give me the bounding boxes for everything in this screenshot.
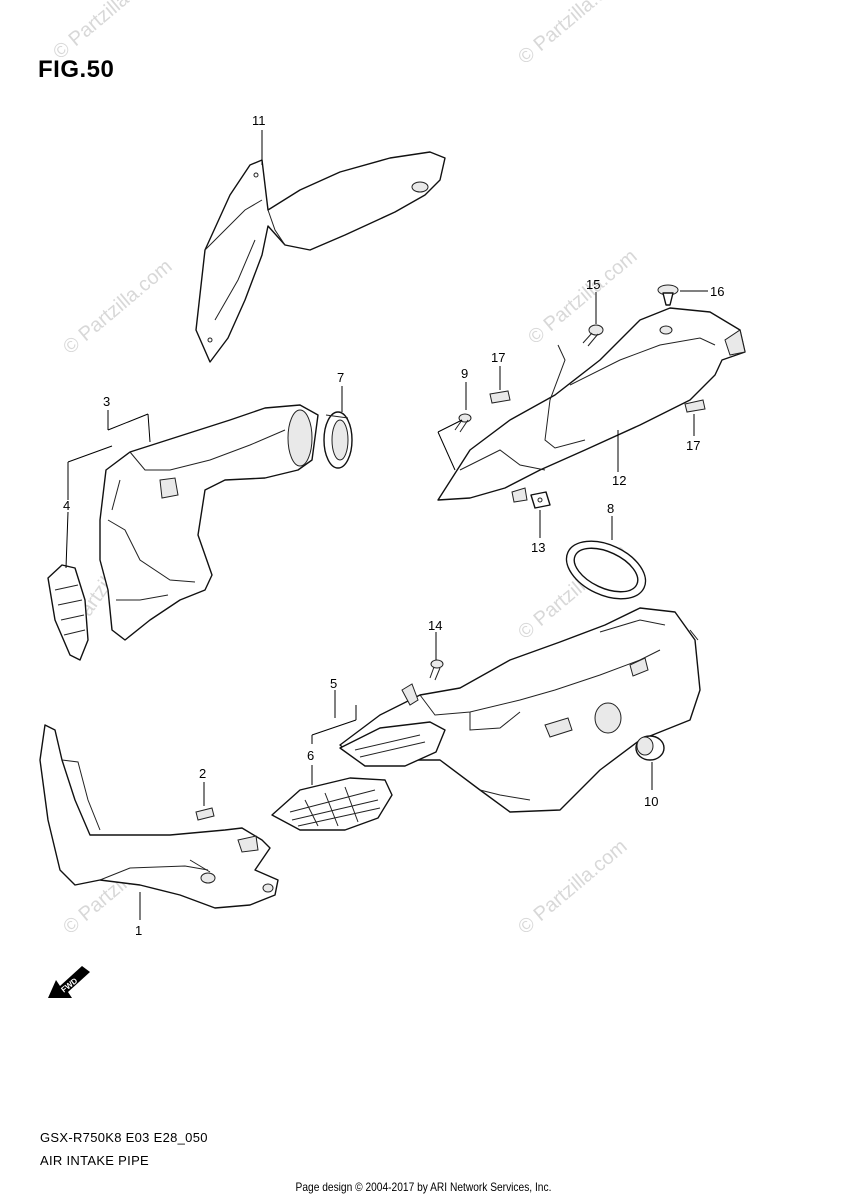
part-5-lower-duct[interactable] — [339, 607, 701, 813]
watermark: © Partzilla.com — [524, 245, 641, 348]
part-15-screw[interactable] — [582, 324, 604, 347]
callout-17[interactable]: 17 — [491, 350, 505, 365]
callout-9[interactable]: 9 — [461, 366, 468, 381]
watermark: © Partzilla.com — [59, 255, 176, 358]
callout-13[interactable]: 13 — [531, 540, 545, 555]
callout-17[interactable]: 17 — [686, 438, 700, 453]
callout-11[interactable]: 11 — [252, 113, 266, 128]
callout-7[interactable]: 7 — [337, 370, 344, 385]
part-11-duct-cover[interactable] — [195, 151, 446, 363]
part-16-clip[interactable] — [657, 284, 679, 306]
part-8-seal-ring[interactable] — [557, 530, 654, 611]
callout-4[interactable]: 4 — [63, 498, 70, 513]
callout-group: 11 3 4 7 9 15 16 17 17 12 13 8 14 5 6 10… — [63, 113, 724, 938]
callout-3[interactable]: 3 — [103, 394, 110, 409]
watermark: © Partzilla.com — [49, 0, 166, 64]
part-17-decal[interactable] — [489, 390, 511, 404]
part-10-grommet[interactable] — [635, 735, 665, 761]
callout-14[interactable]: 14 — [428, 618, 442, 633]
callout-1[interactable]: 1 — [135, 923, 142, 938]
part-7-seal[interactable] — [323, 411, 353, 469]
part-4-grille[interactable] — [47, 564, 89, 661]
footer-copyright: Page design © 2004-2017 by ARI Network S… — [295, 1180, 552, 1194]
fwd-arrow-icon: FWD — [48, 966, 90, 998]
callout-16[interactable]: 16 — [710, 284, 724, 299]
part-13-nut[interactable] — [511, 487, 551, 509]
part-9-screw[interactable] — [454, 413, 472, 433]
callout-5[interactable]: 5 — [330, 676, 337, 691]
part-1-duct-bracket[interactable] — [39, 724, 279, 909]
model-code: GSX-R750K8 E03 E28_050 — [40, 1130, 208, 1145]
callout-10[interactable]: 10 — [644, 794, 658, 809]
leader-lines — [65, 130, 708, 920]
part-6-front-grille[interactable] — [271, 777, 393, 831]
callout-12[interactable]: 12 — [612, 473, 626, 488]
watermark: © Partzilla.com — [514, 835, 631, 938]
part-14-screw[interactable] — [429, 659, 444, 681]
callout-2[interactable]: 2 — [199, 766, 206, 781]
part-2-decal[interactable] — [195, 807, 215, 821]
part-12-duct-cover-right[interactable] — [437, 307, 746, 501]
watermark: © Partzilla.com — [514, 0, 631, 69]
part-5-inner-grille[interactable] — [339, 721, 446, 767]
part-3-intake-duct-left[interactable] — [99, 404, 319, 641]
section-name: AIR INTAKE PIPE — [40, 1153, 150, 1168]
callout-15[interactable]: 15 — [586, 277, 600, 292]
part-17-decal[interactable] — [684, 399, 706, 413]
callout-8[interactable]: 8 — [607, 501, 614, 516]
callout-6[interactable]: 6 — [307, 748, 314, 763]
figure-title: FIG.50 — [38, 56, 115, 83]
